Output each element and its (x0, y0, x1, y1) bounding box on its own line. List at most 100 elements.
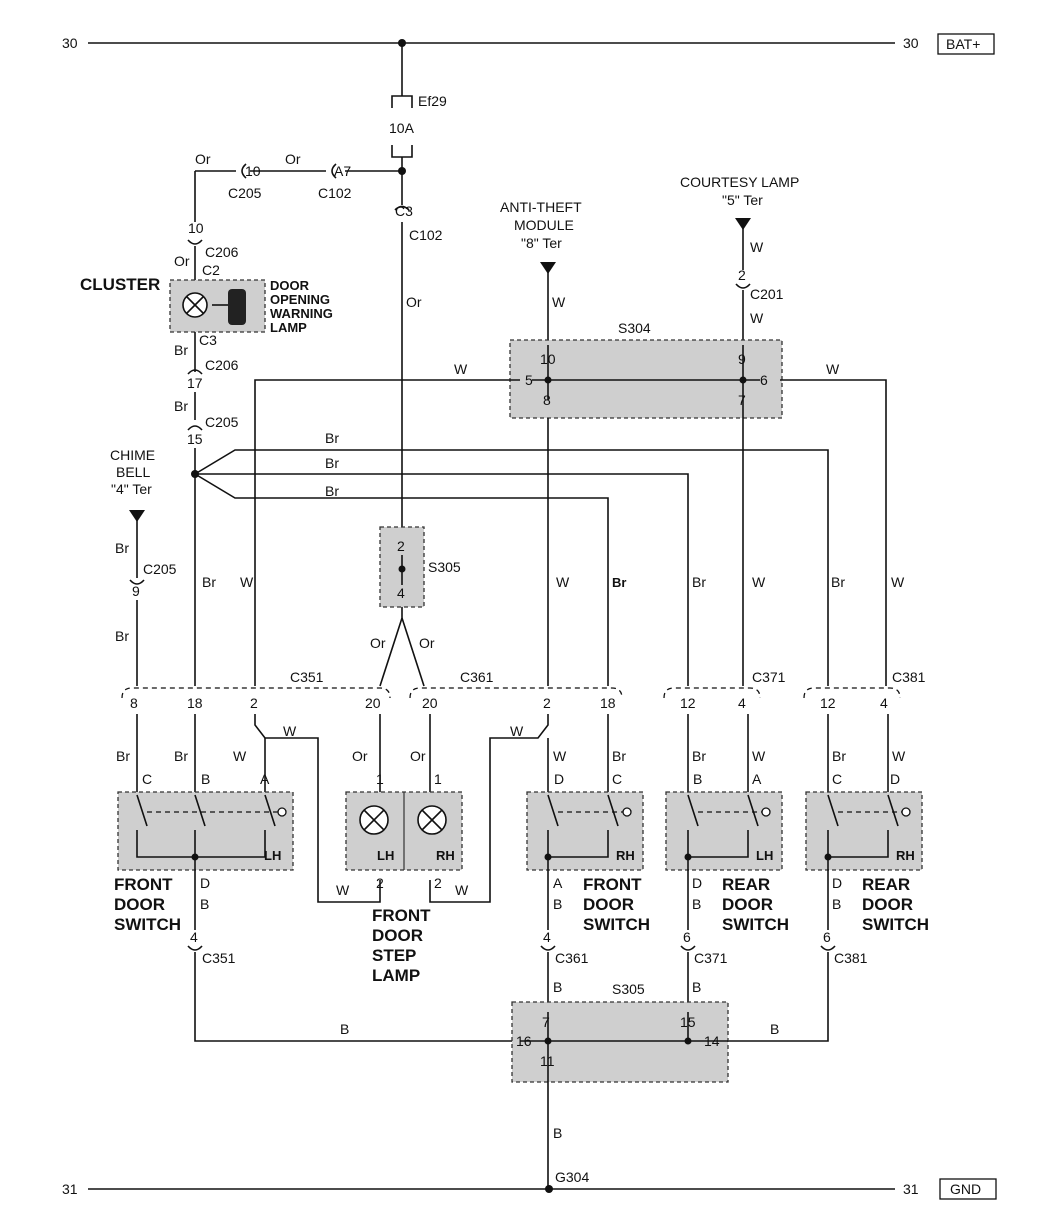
wire-br-fr-c: Br (612, 748, 626, 764)
wire-w-c361: W (556, 574, 570, 590)
rr-pin-c: C (832, 771, 842, 787)
wire-or-3: Or (174, 253, 190, 269)
ground-point-label: G304 (555, 1169, 589, 1185)
lamp-lh-pin2: 2 (376, 875, 384, 891)
cluster: CLUSTER DOOR OPENING WARNING LAMP C3 (80, 275, 333, 348)
wire-or-rh: Or (419, 635, 435, 651)
c205-pin15: 15 (187, 431, 203, 447)
wire-w-lamp-rh-bot: W (455, 882, 469, 898)
lamp-label-4: LAMP (270, 320, 307, 335)
wire-or-vert: Or (406, 294, 422, 310)
wire-b-fl: B (200, 896, 209, 912)
caption-rear-rh-1: REAR (862, 875, 910, 894)
c102-c3-label: C102 (409, 227, 443, 243)
c206-pin10: 10 (188, 220, 204, 236)
c381-bot-pin: 6 (823, 929, 831, 945)
wire-or-lh-lamp: Or (352, 748, 368, 764)
rl-pin-a: A (752, 771, 762, 787)
front-rh-door-switch: D C RH A B FRONT DOOR SWITCH 4 C361 B (526, 771, 650, 1012)
fl-pin-b: B (201, 771, 210, 787)
chime-bell: CHIME BELL "4" Ter Br C205 9 Br (110, 447, 177, 686)
c381-bot-label: C381 (834, 950, 868, 966)
caption-front-rh-2: DOOR (583, 895, 634, 914)
anti-theft-label-1: ANTI-THEFT (500, 199, 582, 215)
c205-top-label: C205 (228, 185, 262, 201)
s305-bot-pin11: 11 (540, 1053, 555, 1069)
wire-br-fr-label: Br (325, 483, 339, 499)
chime-label-1: CHIME (110, 447, 155, 463)
fuse-rating: 10A (389, 120, 415, 136)
splice-s304: S304 10 5 8 9 6 7 W W W W W W (240, 320, 905, 686)
front-door-step-lamps: 1 1 LH RH 2 2 W W FRONT DOOR STEP LAMP (336, 771, 469, 985)
wire-br-rl-label: Br (325, 455, 339, 471)
c205-pin10: 10 (245, 163, 261, 179)
wire-w-fl-a: W (233, 748, 247, 764)
wire-b-fl-ground: B (340, 1021, 349, 1037)
fuse-name: Ef29 (418, 93, 447, 109)
c205-mid-label: C205 (205, 414, 239, 430)
wire-b-to-ground: B (553, 1125, 562, 1141)
c102-c3-pin: C3 (395, 203, 413, 219)
wire-b-rr-ground: B (770, 1021, 779, 1037)
or-feed-s305: C3 C102 Or 2 4 S305 Or Or (370, 203, 461, 687)
fuse-ef29: Ef29 10A (389, 43, 447, 205)
wire-br-rr-label: Br (325, 430, 339, 446)
power-bus-left-label: 30 (62, 35, 78, 51)
wire-or-lh: Or (370, 635, 386, 651)
rr-pin-d-bot: D (832, 875, 842, 891)
power-bus: 30 30 BAT+ (62, 33, 995, 55)
s305-bot-label: S305 (612, 981, 645, 997)
caption-front-lh-2: DOOR (114, 895, 165, 914)
s305-bot-pin14: 14 (704, 1033, 720, 1049)
courtesy-label-1: COURTESY LAMP (680, 174, 799, 190)
caption-front-lh-1: FRONT (114, 875, 173, 894)
wire-or-rh-lamp: Or (410, 748, 426, 764)
rl-pin-b: B (693, 771, 702, 787)
wire-w-lh-lamp: W (283, 723, 297, 739)
cluster-c3: C3 (199, 332, 217, 348)
s304-pin10: 10 (540, 351, 556, 367)
c361-bot-label: C361 (555, 950, 589, 966)
wire-b-rl: B (692, 896, 701, 912)
pin-c371-12: 12 (680, 695, 696, 711)
caption-step-lamp-4: LAMP (372, 966, 420, 985)
wire-w-rl-a: W (752, 748, 766, 764)
gnd-tag: GND (950, 1181, 981, 1197)
lamp-rh-side: RH (436, 848, 455, 863)
rr-side-label: RH (896, 848, 915, 863)
rear-rh-door-switch: C D RH D B REAR DOOR SWITCH 6 C381 B (728, 771, 929, 1042)
wire-br-1: Br (174, 342, 188, 358)
wire-br-chime-1: Br (115, 540, 129, 556)
s304-pin5: 5 (525, 372, 533, 388)
wire-b-rl-2: B (692, 979, 701, 995)
front-lh-door-switch: C B A LH D B FRONT DOOR SWITCH 4 C351 B (114, 771, 520, 1042)
bat-plus-tag: BAT+ (946, 36, 980, 52)
chime-label-2: BELL (116, 464, 150, 480)
s305-bot-pin7: 7 (542, 1014, 550, 1030)
c206-label: C206 (205, 244, 239, 260)
fr-pin-d: D (554, 771, 564, 787)
s304-pin8: 8 (543, 392, 551, 408)
wire-b-fr: B (553, 896, 562, 912)
c361-label: C361 (460, 669, 494, 685)
wire-w-s304-right: W (826, 361, 840, 377)
c361-bot-pin: 4 (543, 929, 551, 945)
c351-bot-label: C351 (202, 950, 236, 966)
c371-bot-label: C371 (694, 950, 728, 966)
wire-br-rl-vert: Br (692, 574, 706, 590)
lamp-rh-pin2: 2 (434, 875, 442, 891)
caption-rear-rh-2: DOOR (862, 895, 913, 914)
wire-br-chime-2: Br (115, 628, 129, 644)
lamp-label-3: WARNING (270, 306, 333, 321)
pin-c361-20: 20 (422, 695, 438, 711)
s304-pin6: 6 (760, 372, 768, 388)
lamp-label-1: DOOR (270, 278, 310, 293)
pin-c351-20: 20 (365, 695, 381, 711)
wire-w-antitheft: W (552, 294, 566, 310)
pin-c361-18: 18 (600, 695, 616, 711)
wire-br-2: Br (174, 398, 188, 414)
wire-br-rr-c: Br (832, 748, 846, 764)
cluster-feed: A7 C102 10 C205 Or Or 10 C206 Or C2 (174, 151, 402, 288)
ground-bus: 31 31 GND G304 (62, 1169, 997, 1200)
